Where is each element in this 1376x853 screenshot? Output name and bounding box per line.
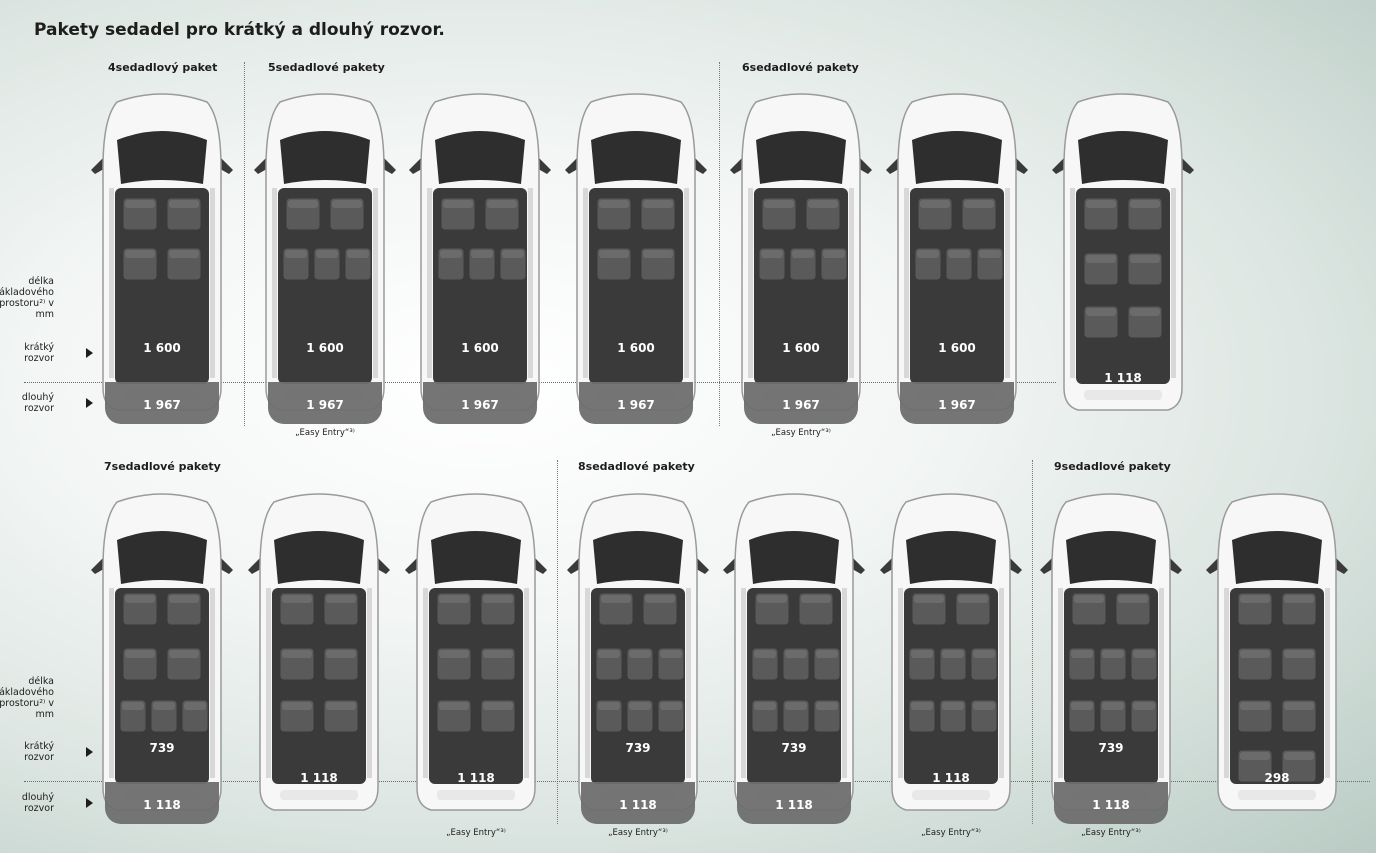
long-wheelbase-overlay — [579, 382, 693, 424]
cargo-length-long: 1 118 — [775, 798, 813, 812]
seat-configuration-car: 1 600 1 967 — [87, 88, 237, 448]
cargo-length-short: 739 — [781, 741, 807, 755]
seat-configuration-car: 1 118 „Easy Entry“³⁾ — [401, 488, 551, 848]
long-wheelbase-overlay — [105, 782, 219, 824]
group-divider — [1032, 460, 1033, 824]
long-wheelbase-overlay — [105, 382, 219, 424]
long-wheelbase-overlay — [581, 782, 695, 824]
long-wheelbase-overlay — [744, 382, 858, 424]
page-title: Pakety sedadel pro krátký a dlouhý rozvo… — [34, 20, 445, 40]
seat-configuration-car: 739 1 118 — [87, 488, 237, 848]
easy-entry-note: „Easy Entry“³⁾ — [608, 828, 668, 838]
seat-configuration-car: 1 600 1 967 „Easy Entry“³⁾ — [726, 88, 876, 448]
seat-configuration-car: 1 600 1 967 — [405, 88, 555, 448]
cargo-length-long: 1 967 — [143, 398, 181, 412]
cargo-length-long: 1 967 — [782, 398, 820, 412]
group-title-4: 4sedadlový paket — [108, 61, 218, 74]
cargo-length-short: 1 118 — [932, 771, 970, 785]
seat-configuration-car: 298 — [1202, 488, 1352, 848]
group-title-7: 7sedadlové pakety — [104, 460, 221, 473]
seat-configuration-car: 1 118 — [1048, 88, 1198, 448]
cargo-length-long: 1 967 — [938, 398, 976, 412]
cargo-length-short: 298 — [1264, 771, 1290, 785]
seat-configuration-car: 1 600 1 967 — [882, 88, 1032, 448]
group-title-5: 5sedadlové pakety — [268, 61, 385, 74]
cargo-length-short: 1 600 — [143, 341, 181, 355]
short-wheelbase-arrow-icon — [86, 747, 93, 757]
cargo-length-label: délka nákladového prostoru²⁾ v mm — [0, 276, 54, 320]
short-wheelbase-arrow-icon — [86, 348, 93, 358]
cargo-length-short: 1 600 — [306, 341, 344, 355]
easy-entry-note: „Easy Entry“³⁾ — [295, 428, 355, 438]
cargo-length-short: 739 — [149, 741, 175, 755]
cargo-length-short: 1 600 — [617, 341, 655, 355]
short-wheelbase-label: krátký rozvor — [24, 741, 54, 763]
seat-configuration-car: 1 600 1 967 — [561, 88, 711, 448]
cargo-length-label: délka nákladového prostoru²⁾ v mm — [0, 676, 54, 720]
easy-entry-note: „Easy Entry“³⁾ — [771, 428, 831, 438]
cargo-length-short: 739 — [625, 741, 651, 755]
cargo-length-short: 739 — [1098, 741, 1124, 755]
group-title-8: 8sedadlové pakety — [578, 460, 695, 473]
cargo-length-short: 1 600 — [782, 341, 820, 355]
long-wheelbase-overlay — [423, 382, 537, 424]
long-wheelbase-overlay — [1054, 782, 1168, 824]
wheelbase-divider-line — [24, 382, 1056, 383]
cargo-length-long: 1 967 — [461, 398, 499, 412]
long-wheelbase-overlay — [900, 382, 1014, 424]
seat-configuration-car: 1 118 „Easy Entry“³⁾ — [876, 488, 1026, 848]
easy-entry-note: „Easy Entry“³⁾ — [1081, 828, 1141, 838]
long-wheelbase-arrow-icon — [86, 798, 93, 808]
cargo-length-short: 1 600 — [938, 341, 976, 355]
cargo-length-long: 1 118 — [1092, 798, 1130, 812]
seat-configuration-car: 1 600 1 967 „Easy Entry“³⁾ — [250, 88, 400, 448]
easy-entry-note: „Easy Entry“³⁾ — [921, 828, 981, 838]
group-title-9: 9sedadlové pakety — [1054, 460, 1171, 473]
group-divider — [244, 62, 245, 426]
group-divider — [557, 460, 558, 824]
group-divider — [719, 62, 720, 426]
long-wheelbase-overlay — [268, 382, 382, 424]
cargo-length-short: 1 118 — [457, 771, 495, 785]
cargo-length-short: 1 118 — [300, 771, 338, 785]
long-wheelbase-arrow-icon — [86, 398, 93, 408]
cargo-length-short: 1 600 — [461, 341, 499, 355]
seat-configuration-car: 739 1 118 „Easy Entry“³⁾ — [563, 488, 713, 848]
long-wheelbase-label: dlouhý rozvor — [21, 392, 54, 414]
seat-configuration-car: 1 118 — [244, 488, 394, 848]
long-wheelbase-label: dlouhý rozvor — [21, 792, 54, 814]
cargo-length-long: 1 967 — [617, 398, 655, 412]
cargo-length-short: 1 118 — [1104, 371, 1142, 385]
easy-entry-note: „Easy Entry“³⁾ — [446, 828, 506, 838]
long-wheelbase-overlay — [737, 782, 851, 824]
cargo-length-long: 1 118 — [143, 798, 181, 812]
cargo-length-long: 1 118 — [619, 798, 657, 812]
cargo-length-long: 1 967 — [306, 398, 344, 412]
short-wheelbase-label: krátký rozvor — [24, 342, 54, 364]
seat-configuration-car: 739 1 118 — [719, 488, 869, 848]
seat-configuration-car: 739 1 118 „Easy Entry“³⁾ — [1036, 488, 1186, 848]
group-title-6: 6sedadlové pakety — [742, 61, 859, 74]
